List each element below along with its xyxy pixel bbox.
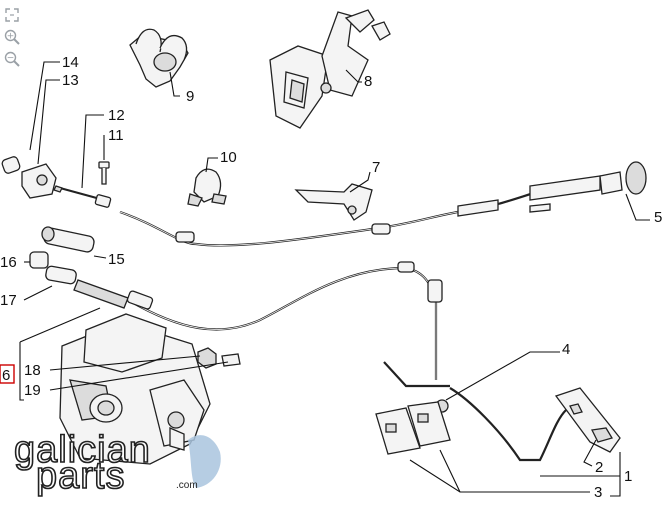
viewer-toolbar: + − <box>3 6 25 72</box>
callout-17: 17 <box>0 292 17 309</box>
callout-5: 5 <box>654 209 662 226</box>
leader-2 <box>583 439 597 467</box>
part-10-clamp[interactable] <box>187 168 227 207</box>
part-3-pedal-support[interactable] <box>375 401 451 455</box>
leader-17 <box>23 285 53 301</box>
part-12-threaded-rod[interactable] <box>53 185 112 208</box>
leader-7 <box>349 171 371 193</box>
galicianparts-logo: galician parts .com <box>13 428 221 498</box>
callout-10: 10 <box>220 149 237 166</box>
part-7-support[interactable] <box>294 183 373 221</box>
leader-12 <box>81 114 104 189</box>
leader-4 <box>445 351 560 401</box>
callout-13: 13 <box>62 72 79 89</box>
zoom-in-icon[interactable]: + <box>3 28 21 46</box>
callout-8: 8 <box>364 73 372 90</box>
leader-8 <box>345 69 362 83</box>
part-9-cable-clip[interactable] <box>129 28 189 88</box>
leader-15 <box>93 255 107 259</box>
part-2-pedal-pad[interactable] <box>591 427 613 443</box>
callout-7: 7 <box>372 159 380 176</box>
leader-5 <box>625 193 650 221</box>
callout-2: 2 <box>595 459 603 476</box>
callout-16: 16 <box>0 254 17 271</box>
part-17-sleeve[interactable] <box>45 265 77 285</box>
part-13-cable-end[interactable] <box>21 163 57 199</box>
leader-13 <box>37 79 60 165</box>
part-14-bush[interactable] <box>1 156 21 175</box>
part-15-bushing[interactable] <box>41 226 95 253</box>
part-16-cap[interactable] <box>29 251 49 269</box>
logo-line-2: parts <box>36 455 125 497</box>
zoom-out-icon[interactable]: − <box>3 50 21 68</box>
callout-11: 11 <box>108 127 124 144</box>
leader-10 <box>205 157 218 173</box>
leader-3b <box>439 449 461 493</box>
callout-9: 9 <box>186 88 194 105</box>
callout-12: 12 <box>108 107 125 124</box>
callout-15: 15 <box>108 251 125 268</box>
callout-6: 6 <box>2 367 10 384</box>
callout-4: 4 <box>562 341 570 358</box>
fit-to-screen-icon[interactable] <box>3 6 21 24</box>
accelerator-cable[interactable] <box>73 261 450 388</box>
leader-9 <box>169 71 180 97</box>
callout-18: 18 <box>24 362 41 379</box>
bracket-6 <box>19 342 24 401</box>
leader-18 <box>49 355 201 371</box>
part-5-hand-throttle-cable[interactable] <box>119 161 647 247</box>
part-8-bracket[interactable] <box>269 9 391 129</box>
part-19-washer[interactable] <box>221 353 241 367</box>
logo-domain: .com <box>176 480 198 491</box>
zoom-out-glyph: − <box>7 53 15 63</box>
leader-14 <box>29 61 60 151</box>
zoom-in-glyph: + <box>7 31 15 41</box>
logo-line-1: galician <box>14 429 151 471</box>
callout-6-highlight <box>0 364 15 384</box>
leader-19 <box>49 361 229 391</box>
bracket-1 <box>610 452 621 497</box>
callout-19: 19 <box>24 382 41 399</box>
part-1-accelerator-pedal[interactable] <box>449 387 621 462</box>
leader-6 <box>19 307 101 343</box>
part-11-screw[interactable] <box>98 161 110 185</box>
callout-3: 3 <box>594 484 602 501</box>
callout-14: 14 <box>62 54 79 71</box>
callout-1: 1 <box>624 468 632 485</box>
logo-accent-shape <box>188 435 221 488</box>
part-6-injection-pump[interactable] <box>59 313 211 465</box>
